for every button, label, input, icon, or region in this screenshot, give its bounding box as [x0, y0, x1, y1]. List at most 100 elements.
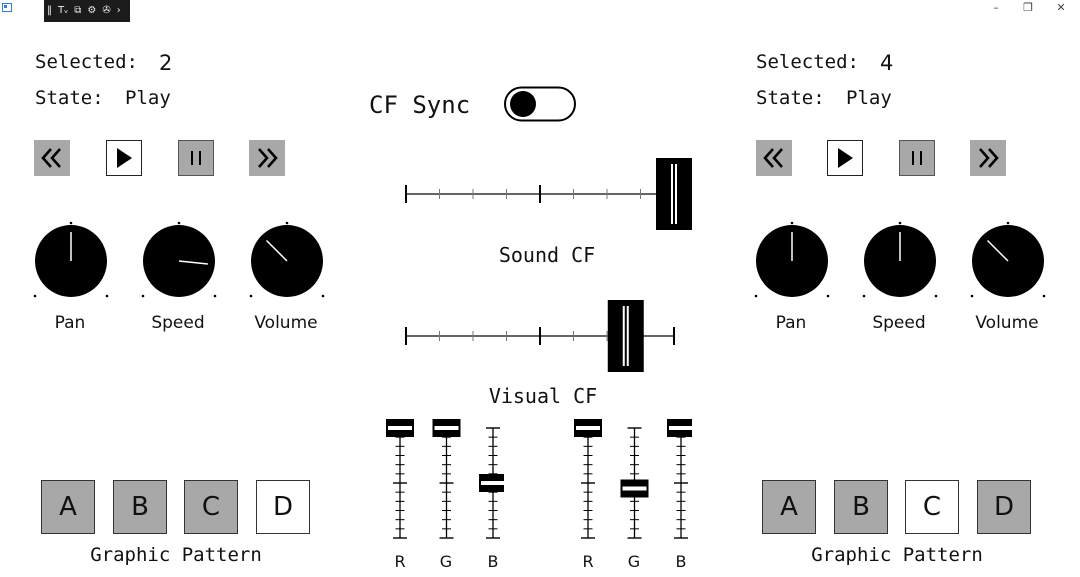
knob-marker-dot — [898, 221, 902, 225]
volume-label: Volume — [975, 313, 1039, 333]
rgb-label-g: G — [439, 552, 453, 571]
volume-label: Volume — [254, 313, 318, 333]
selected-value: 2 — [159, 51, 173, 75]
sound-cf-slider[interactable] — [398, 156, 698, 232]
crossfader-track[interactable] — [398, 156, 698, 232]
fast-forward-icon — [979, 148, 999, 168]
rewind-icon — [41, 148, 61, 168]
knob-marker-dot — [249, 294, 253, 298]
rgb-label-r: R — [394, 552, 406, 571]
graphic-pattern-label: Graphic Pattern — [90, 544, 262, 566]
knob-marker-dot — [826, 294, 830, 298]
play-icon — [838, 148, 853, 168]
knob-dial[interactable] — [138, 220, 220, 302]
sound-cf-label: Sound CF — [498, 243, 596, 267]
knob-marker-dot — [285, 221, 289, 225]
state-label: State: — [35, 87, 104, 109]
toolbar-glyph[interactable]: ⚙ — [87, 5, 97, 16]
fast-forward-button[interactable] — [249, 140, 285, 176]
toolbar-glyph[interactable]: ‖ — [47, 5, 52, 16]
rgb-label-b: B — [675, 552, 687, 571]
rewind-button[interactable] — [756, 140, 792, 176]
volume-knob[interactable] — [246, 220, 328, 302]
play-icon — [117, 148, 132, 168]
knob-pointer — [265, 239, 288, 262]
toggle-thumb[interactable] — [510, 91, 536, 117]
knob-dial[interactable] — [859, 220, 941, 302]
state-value: Play — [125, 87, 171, 109]
crossfader-track[interactable] — [398, 298, 698, 374]
pattern-button-d[interactable]: D — [256, 480, 310, 534]
rgb-label-r: R — [582, 552, 594, 571]
rewind-button[interactable] — [34, 140, 70, 176]
knob-marker-dot — [970, 294, 974, 298]
rewind-icon — [763, 148, 783, 168]
toggle-switch[interactable] — [504, 86, 576, 122]
toolbar-glyph[interactable]: ✇ — [102, 5, 111, 16]
rgb-fader-handle-line — [481, 481, 505, 485]
selected-label: Selected: — [756, 51, 859, 73]
pan-knob[interactable] — [30, 220, 112, 302]
knob-marker-dot — [790, 221, 794, 225]
knob-marker-dot — [213, 294, 217, 298]
debug-toolbar[interactable]: ‖ Tᵥ ⧉ ⚙ ✇ › — [44, 0, 130, 22]
pan-label: Pan — [775, 313, 807, 333]
speed-knob[interactable] — [138, 220, 220, 302]
pause-button[interactable] — [899, 140, 935, 176]
rgb-faders-left[interactable] — [384, 414, 507, 544]
knob-marker-dot — [141, 294, 145, 298]
speed-label: Speed — [151, 313, 205, 333]
pattern-button-c[interactable]: C — [905, 480, 959, 534]
restore-button[interactable]: ❐ — [1023, 1, 1033, 14]
pattern-button-b[interactable]: B — [113, 480, 167, 534]
volume-knob[interactable] — [967, 220, 1049, 302]
pattern-button-b[interactable]: B — [834, 480, 888, 534]
fast-forward-icon — [258, 148, 278, 168]
pattern-button-a[interactable]: A — [762, 480, 816, 534]
knob-marker-dot — [105, 294, 109, 298]
knob-marker-dot — [177, 221, 181, 225]
play-button[interactable] — [106, 140, 142, 176]
cf-handle-line — [624, 306, 627, 366]
selected-value: 4 — [880, 51, 894, 75]
rgb-fader-handle-line — [622, 486, 647, 491]
toolbar-glyph[interactable]: › — [116, 5, 121, 16]
knob-dial[interactable] — [967, 220, 1049, 302]
pan-label: Pan — [54, 313, 86, 333]
pattern-button-c[interactable]: C — [184, 480, 238, 534]
cf-sync-toggle[interactable] — [504, 86, 576, 122]
fast-forward-button[interactable] — [970, 140, 1006, 176]
knob-dial[interactable] — [751, 220, 833, 302]
knob-dial[interactable] — [30, 220, 112, 302]
toolbar-glyph[interactable]: Tᵥ — [58, 5, 69, 16]
toolbar-glyph[interactable]: ⧉ — [74, 5, 82, 16]
speed-knob[interactable] — [859, 220, 941, 302]
knob-marker-dot — [1006, 221, 1010, 225]
knob-marker-dot — [69, 221, 73, 225]
graphic-pattern-label: Graphic Pattern — [811, 544, 983, 566]
knob-dial[interactable] — [246, 220, 328, 302]
knob-marker-dot — [754, 294, 758, 298]
rgb-fader-group[interactable] — [384, 414, 507, 544]
pan-knob[interactable] — [751, 220, 833, 302]
rgb-faders-right[interactable] — [572, 414, 695, 544]
pattern-button-a[interactable]: A — [41, 480, 95, 534]
pause-button[interactable] — [178, 140, 214, 176]
knob-marker-dot — [1042, 294, 1046, 298]
app-icon — [2, 3, 12, 12]
knob-pointer — [986, 239, 1009, 262]
rgb-fader-group[interactable] — [572, 414, 695, 544]
pattern-button-d[interactable]: D — [977, 480, 1031, 534]
rgb-fader-handle-line — [434, 426, 459, 430]
cf-sync-label: CF Sync — [369, 91, 471, 119]
visual-cf-slider[interactable] — [398, 298, 698, 374]
close-button[interactable]: ✕ — [1056, 1, 1066, 14]
cf-handle-line — [673, 164, 675, 224]
play-button[interactable] — [827, 140, 863, 176]
knob-pointer — [178, 260, 208, 265]
rgb-label-g: G — [627, 552, 641, 571]
pause-icon — [912, 151, 922, 165]
state-value: Play — [846, 87, 892, 109]
minimize-button[interactable]: – — [993, 1, 999, 14]
rgb-fader-handle-line — [388, 426, 412, 430]
